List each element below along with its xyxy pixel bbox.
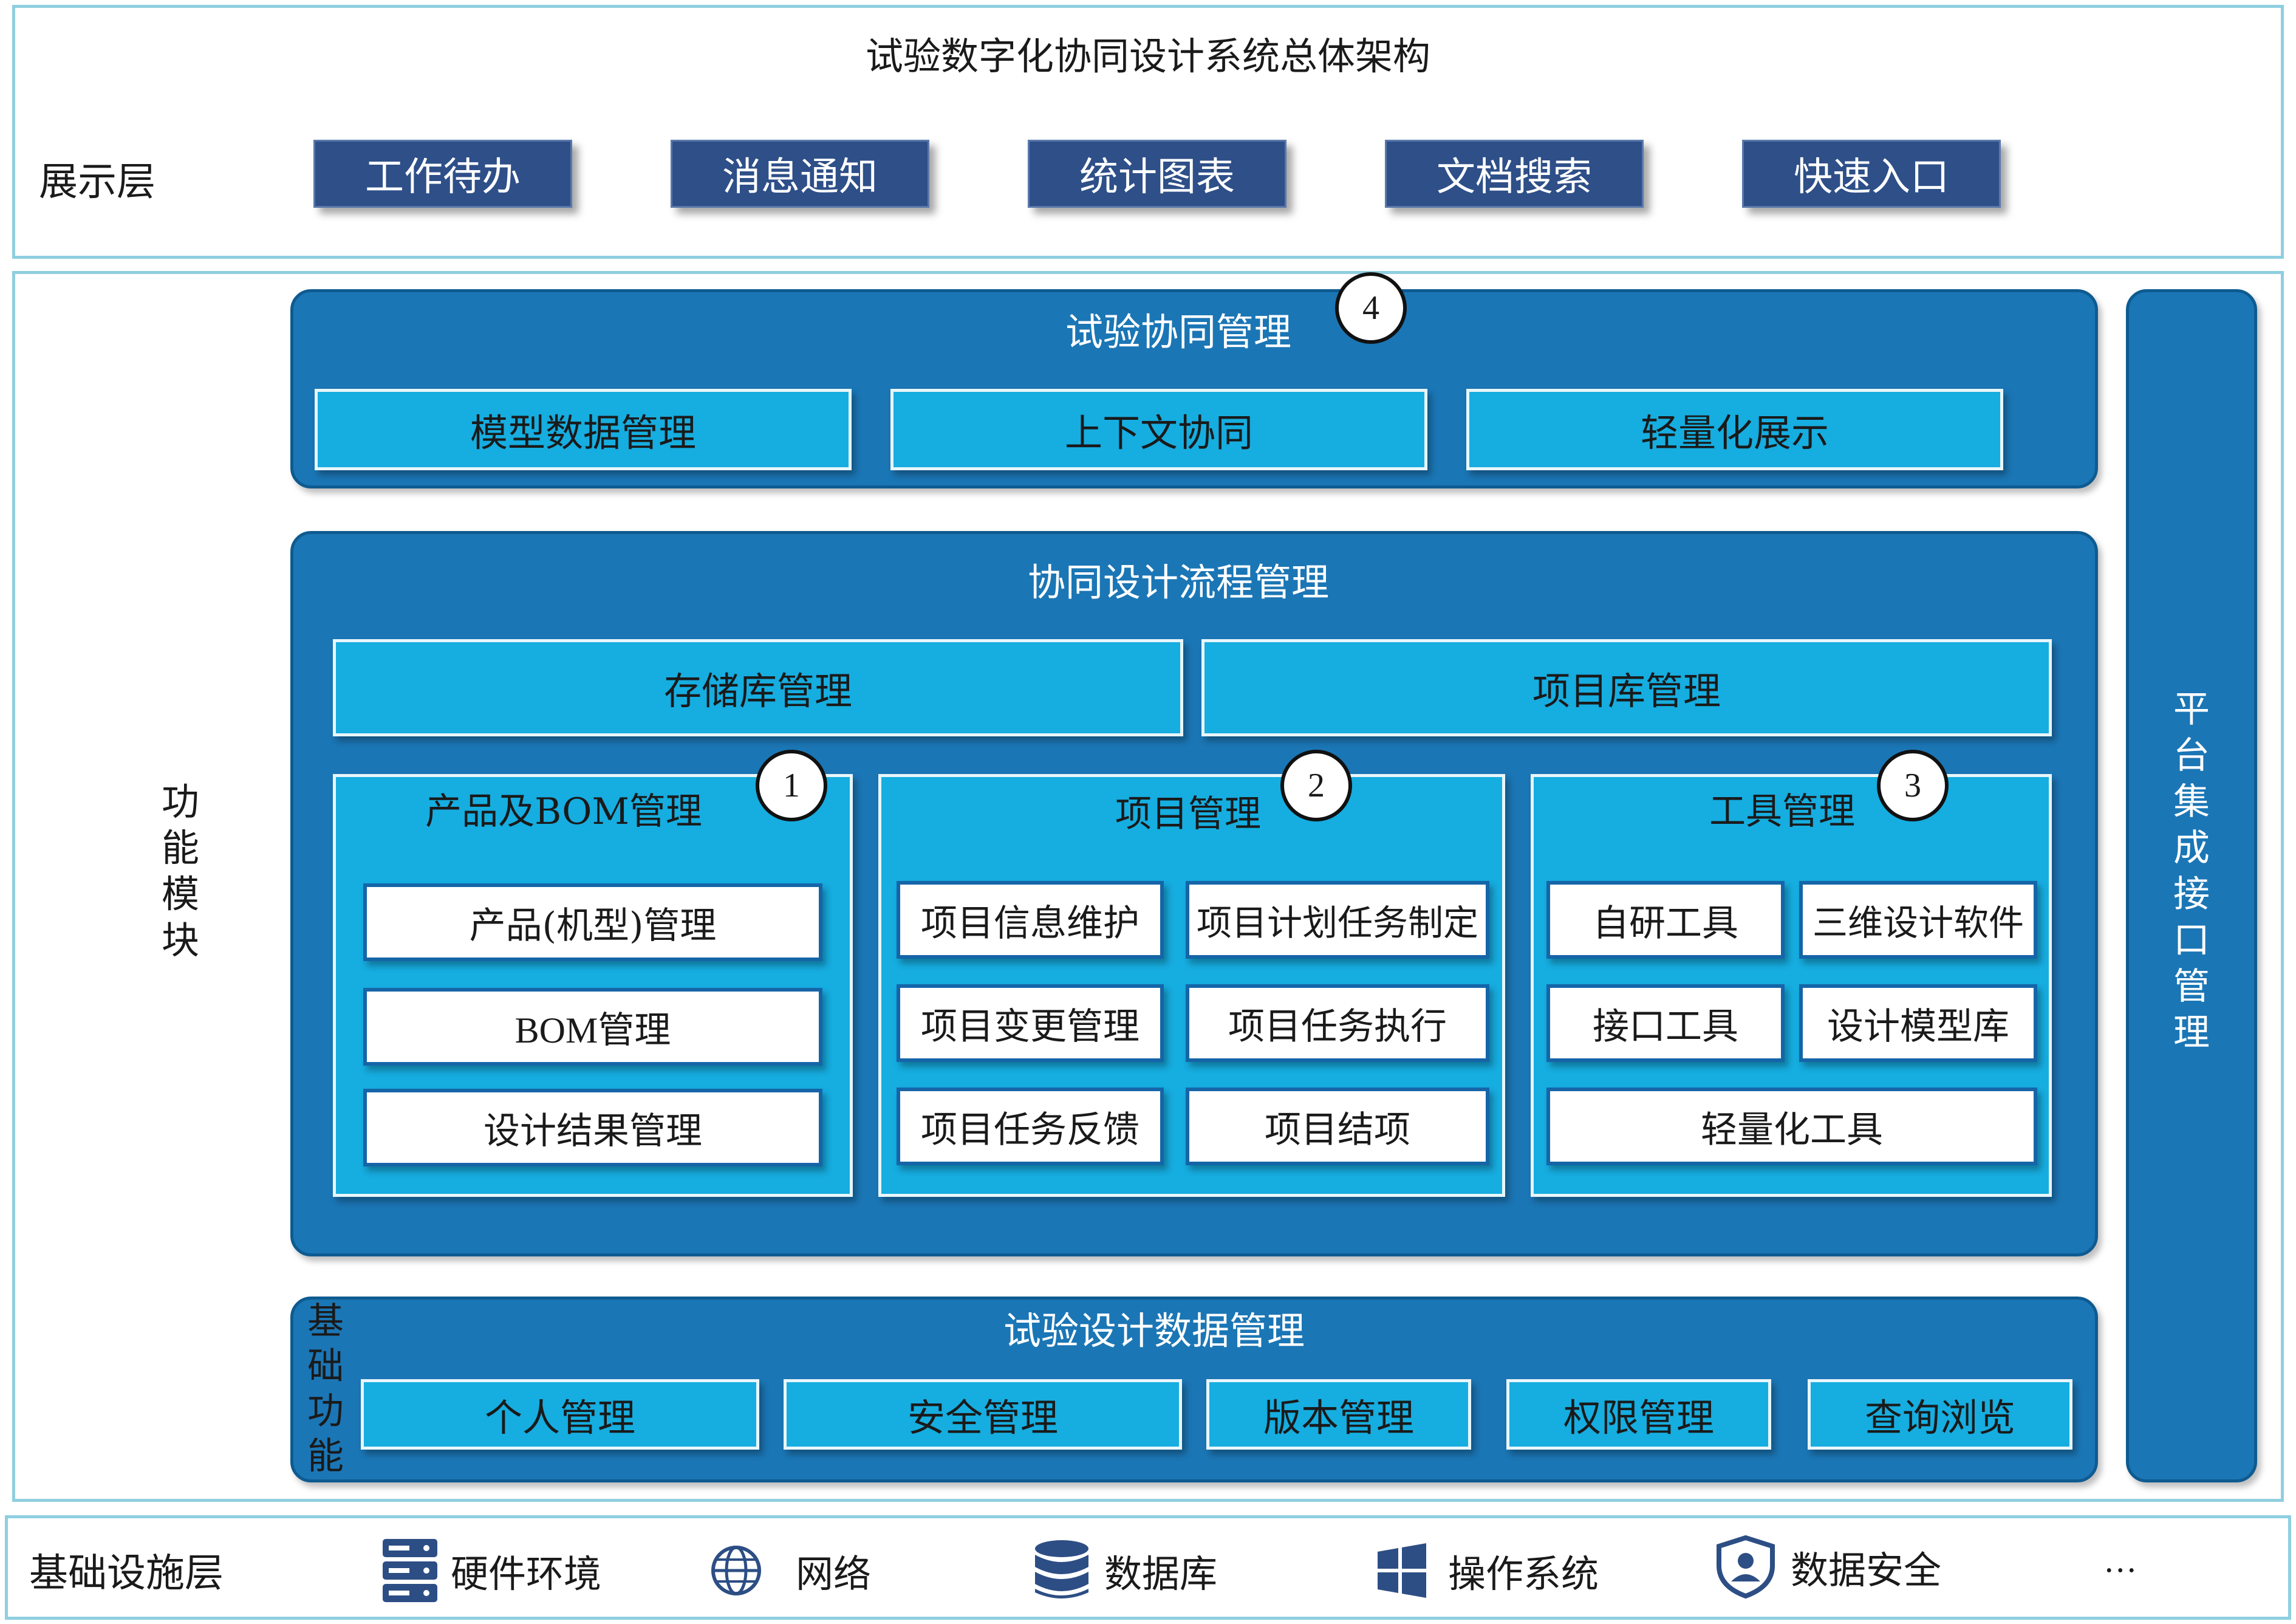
badge-2: 2 (1280, 750, 1352, 821)
infra-label-data-security: 数据安全 (1791, 1548, 1942, 1592)
tool-design-model-lib[interactable]: 设计模型库 (1799, 984, 2037, 1062)
platform-integration-label: 平 台 集 成 接 口 管 理 (2173, 688, 2210, 1054)
collab-item-lightweight[interactable]: 轻量化展示 (1466, 389, 2003, 470)
project-change-mgmt[interactable]: 项目变更管理 (897, 984, 1164, 1062)
infra-label-network: 网络 (796, 1552, 872, 1596)
base-function-title: 试验设计数据管理 (1003, 1309, 1305, 1353)
project-mgmt-title: 项目管理 (1115, 793, 1261, 835)
base-function-label: 基 础 功 能 (307, 1300, 344, 1478)
collab-mgmt-title: 试验协同管理 (1065, 310, 1291, 354)
process-mgmt-title: 协同设计流程管理 (1027, 560, 1329, 605)
project-plan-task[interactable]: 项目计划任务制定 (1186, 881, 1489, 959)
display-item-notice[interactable]: 消息通知 (671, 140, 929, 208)
windows-icon (1378, 1543, 1426, 1598)
badge-1: 1 (756, 750, 827, 821)
project-info-maintain[interactable]: 项目信息维护 (897, 881, 1164, 959)
collab-item-context[interactable]: 上下文协同 (890, 389, 1427, 470)
infra-item-os: 操作系统 (1378, 1537, 1599, 1604)
infra-item-network: 网络 (711, 1537, 871, 1604)
display-item-doc-search[interactable]: 文档搜索 (1385, 140, 1644, 208)
display-item-todo[interactable]: 工作待办 (313, 140, 572, 208)
infra-more: ··· (2104, 1553, 2138, 1589)
product-bom-title: 产品及BOM管理 (425, 790, 702, 833)
base-item-permission[interactable]: 权限管理 (1506, 1379, 1771, 1450)
base-item-personal[interactable]: 个人管理 (361, 1379, 759, 1450)
project-closure[interactable]: 项目结项 (1186, 1088, 1489, 1165)
base-item-security[interactable]: 安全管理 (784, 1379, 1182, 1450)
server-icon (383, 1539, 437, 1602)
display-item-quick-entry[interactable]: 快速入口 (1742, 140, 2001, 208)
diagram-title: 试验数字化协同设计系统总体架构 (865, 34, 1430, 78)
tool-interface[interactable]: 接口工具 (1546, 984, 1785, 1062)
infra-label-database: 数据库 (1104, 1552, 1218, 1596)
tool-3d-design-software[interactable]: 三维设计软件 (1799, 881, 2037, 959)
product-model-mgmt[interactable]: 产品(机型)管理 (363, 883, 822, 961)
collab-item-model-data[interactable]: 模型数据管理 (315, 389, 852, 470)
tool-lightweight[interactable]: 轻量化工具 (1546, 1088, 2037, 1165)
tool-in-house[interactable]: 自研工具 (1546, 881, 1785, 959)
infra-item-database: 数据库 (1033, 1537, 1217, 1604)
badge-4: 4 (1335, 272, 1407, 344)
infra-item-data-security: 数据安全 (1714, 1533, 1941, 1600)
platform-integration-bar (2126, 289, 2257, 1482)
infra-label-os: 操作系统 (1448, 1552, 1599, 1596)
project-task-feedback[interactable]: 项目任务反馈 (897, 1088, 1164, 1165)
display-layer-label: 展示层 (39, 160, 155, 205)
infra-layer-label: 基础设施层 (29, 1551, 224, 1596)
bom-mgmt[interactable]: BOM管理 (363, 988, 822, 1066)
function-layer-label: 功 能 模 块 (161, 779, 199, 962)
repository-mgmt[interactable]: 存储库管理 (333, 639, 1183, 736)
shield-user-icon (1717, 1535, 1775, 1598)
display-item-charts[interactable]: 统计图表 (1028, 140, 1286, 208)
infra-label-hardware: 硬件环境 (451, 1552, 602, 1596)
project-library-mgmt[interactable]: 项目库管理 (1201, 639, 2052, 736)
globe-icon (711, 1546, 761, 1595)
base-item-version[interactable]: 版本管理 (1206, 1379, 1471, 1450)
infra-item-hardware: 硬件环境 (383, 1537, 601, 1604)
design-result-mgmt[interactable]: 设计结果管理 (363, 1089, 822, 1167)
base-item-query[interactable]: 查询浏览 (1808, 1379, 2072, 1450)
tool-mgmt-title: 工具管理 (1709, 790, 1855, 833)
infra-layer (5, 1515, 2291, 1620)
display-layer (12, 5, 2284, 259)
database-icon (1035, 1540, 1088, 1598)
project-task-exec[interactable]: 项目任务执行 (1186, 984, 1489, 1062)
badge-3: 3 (1877, 750, 1949, 821)
